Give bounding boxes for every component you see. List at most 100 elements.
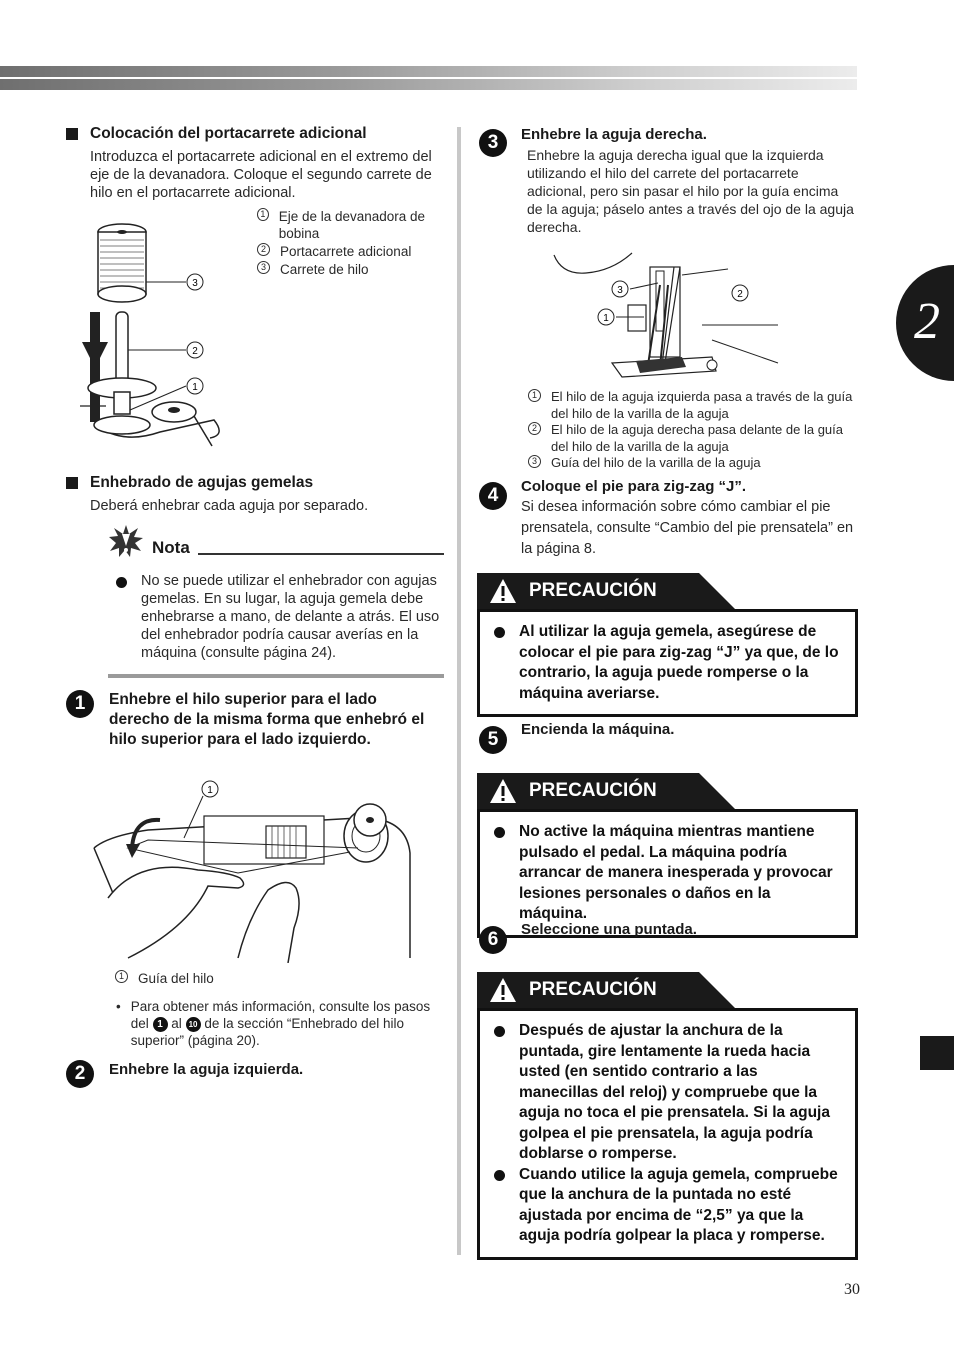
warning-icon	[490, 579, 516, 603]
svg-text:2: 2	[192, 346, 198, 357]
step3-legend: 1 El hilo de la aguja izquierda pasa a t…	[528, 389, 854, 472]
step-2: 2 Enhebre la aguja izquierda.	[66, 1060, 446, 1088]
bullet-dot	[494, 1169, 505, 1181]
step-6: 6 Seleccione una puntada.	[479, 920, 857, 954]
step-heading: Enhebre la aguja derecha.	[521, 126, 707, 143]
chapter-number: 2	[914, 293, 940, 350]
step-number: 5	[479, 726, 507, 754]
legend-item: 3 Guía del hilo de la varilla de la aguj…	[528, 455, 854, 472]
legend-number: 2	[257, 243, 270, 256]
nota-text: No se puede utilizar el enhebrador con a…	[141, 573, 440, 661]
legend-item: 2 Portacarrete adicional	[257, 243, 447, 260]
bullet-dot	[494, 827, 505, 838]
square-bullet	[66, 128, 78, 140]
step-1: 1 Enhebre el hilo superior para el lado …	[66, 690, 446, 750]
svg-text:3: 3	[617, 285, 623, 296]
note-text-post: de la sección “Enhebrado del hilo superi…	[130, 1016, 404, 1048]
note-step-ref: 10	[185, 1016, 201, 1032]
svg-text:3: 3	[192, 278, 198, 289]
legend-text: Eje de la devanadora de bobina	[278, 209, 426, 241]
nota-bottom-rule	[108, 674, 444, 678]
caution-box-1: PRECAUCIÓN Al utilizar la aguja gemela, …	[477, 573, 858, 717]
nota-bullet: No se puede utilizar el enhebrador con a…	[116, 572, 444, 662]
legend-text: Carrete de hilo	[280, 262, 369, 277]
bullet-dot	[494, 627, 505, 638]
spool-illustration: 3 2 1	[80, 223, 220, 447]
step-3: 3 Enhebre la aguja derecha. Enhebre la a…	[479, 125, 857, 236]
step-5: 5 Encienda la máquina.	[479, 720, 857, 754]
legend-text: El hilo de la aguja derecha pasa delante…	[551, 422, 843, 454]
step-body: Enhebre la aguja derecha igual que la iz…	[527, 147, 854, 235]
step-4: 4 Coloque el pie para zig-zag “J”. Si de…	[479, 477, 857, 560]
caution-text: Al utilizar la aguja gemela, asegúrese d…	[519, 623, 839, 702]
legend-number: 3	[257, 261, 270, 274]
legend-item: 1 Guía del hilo	[115, 970, 445, 987]
note-text-pre: Para obtener más información, consulte l…	[130, 999, 431, 1031]
step1-legend: 1 Guía del hilo	[115, 970, 445, 987]
legend-number: 1	[528, 389, 541, 402]
legend-number: 1	[257, 208, 269, 221]
section-body: Introduzca el portacarrete adicional en …	[90, 149, 432, 201]
section-agujas-gemelas: Enhebrado de agujas gemelas Deberá enheb…	[66, 473, 446, 515]
step-text: Enhebre la aguja izquierda.	[109, 1061, 304, 1078]
step-heading: Seleccione una puntada.	[521, 921, 697, 938]
svg-text:1: 1	[192, 382, 198, 393]
legend-item: 2 El hilo de la aguja derecha pasa delan…	[528, 422, 854, 455]
caution-bullet: No active la máquina mientras mantiene p…	[494, 822, 841, 925]
note-bullet: •	[116, 999, 121, 1014]
caution-text: Cuando utilice la aguja gemela, comprueb…	[519, 1165, 838, 1245]
caution-box-3: PRECAUCIÓN Después de ajustar la anchura…	[477, 972, 858, 1260]
needle-illustration: 2 3 1	[553, 252, 779, 378]
caution-header: PRECAUCIÓN	[477, 573, 735, 609]
svg-text:1: 1	[207, 785, 213, 796]
caution-header: PRECAUCIÓN	[477, 972, 735, 1008]
caution-bullet: Cuando utilice la aguja gemela, comprueb…	[494, 1165, 841, 1247]
legend-text: Guía del hilo de la varilla de la aguja	[551, 455, 761, 470]
bullet-dot	[116, 577, 127, 588]
caution-bullet: Después de ajustar la anchura de la punt…	[494, 1021, 841, 1165]
page-number: 30	[844, 1281, 860, 1298]
caution-label: PRECAUCIÓN	[529, 580, 657, 601]
caution-text: No active la máquina mientras mantiene p…	[519, 823, 833, 922]
legend-text: Portacarrete adicional	[280, 244, 412, 259]
warning-icon	[490, 779, 516, 803]
legend-number: 3	[528, 455, 541, 468]
step-text: Enhebre el hilo superior para el lado de…	[109, 691, 425, 748]
legend-item: 1 Eje de la devanadora de bobina	[257, 208, 447, 242]
caution-text: Después de ajustar la anchura de la punt…	[519, 1022, 830, 1162]
step-heading: Encienda la máquina.	[521, 721, 675, 738]
header-gradient-bar	[0, 66, 857, 90]
nota-rule	[197, 553, 444, 555]
legend-item: 3 Carrete de hilo	[257, 261, 447, 278]
caution-content: Después de ajustar la anchura de la punt…	[477, 1008, 858, 1260]
caution-label: PRECAUCIÓN	[529, 979, 657, 1000]
caution-bullet: Al utilizar la aguja gemela, asegúrese d…	[494, 622, 841, 704]
step-heading: Coloque el pie para zig-zag “J”.	[521, 478, 747, 495]
section-heading: Colocación del portacarrete adicional	[90, 125, 367, 142]
step1-note: • Para obtener más información, consulte…	[116, 998, 446, 1049]
caution-box-2: PRECAUCIÓN No active la máquina mientras…	[477, 773, 858, 938]
legend-text: El hilo de la aguja izquierda pasa a tra…	[551, 389, 853, 421]
section-portacarrete: Colocación del portacarrete adicional In…	[66, 124, 446, 202]
section-body: Deberá enhebrar cada aguja por separado.	[90, 498, 369, 514]
step-number: 3	[479, 129, 507, 157]
nota-box: Nota No se puede utilizar el enhebrador …	[108, 524, 444, 678]
caution-header: PRECAUCIÓN	[477, 773, 735, 809]
section-heading: Enhebrado de agujas gemelas	[90, 474, 314, 491]
note-step-ref: 1	[152, 1016, 168, 1032]
legend-item: 1 El hilo de la aguja izquierda pasa a t…	[528, 389, 854, 422]
svg-text:1: 1	[603, 313, 609, 324]
step-body: Si desea información sobre cómo cambiar …	[521, 499, 854, 557]
caution-content: No active la máquina mientras mantiene p…	[477, 809, 858, 938]
svg-text:2: 2	[737, 289, 743, 300]
side-marker	[920, 1036, 954, 1070]
note-text-mid: al	[171, 1016, 182, 1031]
warning-icon	[490, 978, 516, 1002]
step-number: 2	[66, 1060, 94, 1088]
legend-number: 2	[528, 422, 541, 435]
column-divider	[457, 127, 461, 1255]
step-number: 6	[479, 926, 507, 954]
spool-legend: 1 Eje de la devanadora de bobina 2 Porta…	[257, 208, 447, 278]
step-number: 1	[66, 690, 94, 718]
nota-title: Nota	[152, 538, 190, 557]
